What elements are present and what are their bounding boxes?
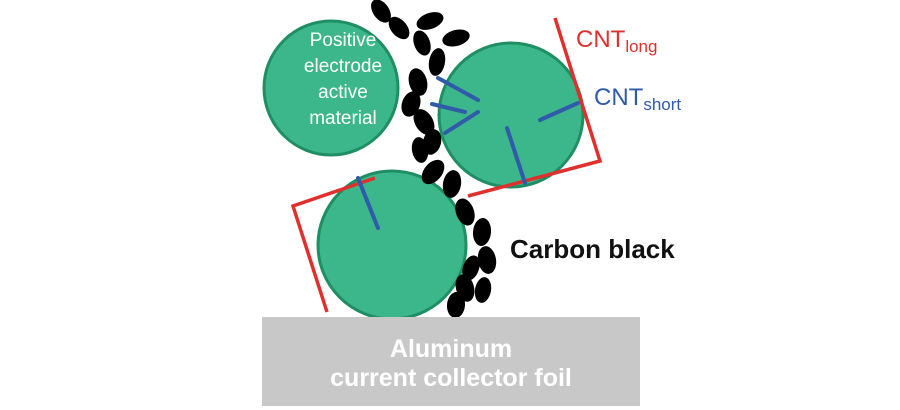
foil-label-line-2: current collector foil (330, 364, 572, 392)
particle-right (437, 41, 585, 189)
particle-top-left (262, 19, 400, 157)
particle-label: Positive electrode active material (268, 28, 418, 132)
carbon-black-label: Carbon black (510, 234, 675, 264)
cnt-long-label: CNTlong (576, 26, 658, 56)
particle-label-line-1: Positive (309, 30, 377, 51)
particle-label-line-2: electrode (303, 56, 383, 77)
particle-label-line-4: material (309, 108, 377, 129)
cnt-short-label: CNTshort (594, 84, 682, 114)
particle-label-line-3: active (318, 82, 368, 103)
cnt-long-label-main: CNT (576, 26, 626, 53)
cnt-short-label-sub: short (643, 95, 682, 114)
cnt-long-upper (467, 17, 603, 198)
foil-label: Aluminum current collector foil (262, 335, 640, 393)
aluminum-foil: Aluminum current collector foil (262, 317, 640, 406)
cnt-long-label-sub: long (625, 37, 658, 56)
cnt-short-label-main: CNT (594, 84, 644, 111)
cnt-long-lower (290, 176, 376, 313)
carbon-black-chain (371, 0, 497, 318)
foil-label-line-1: Aluminum (389, 335, 513, 363)
cnt-short-group (356, 76, 580, 230)
particle-bottom (316, 169, 468, 321)
